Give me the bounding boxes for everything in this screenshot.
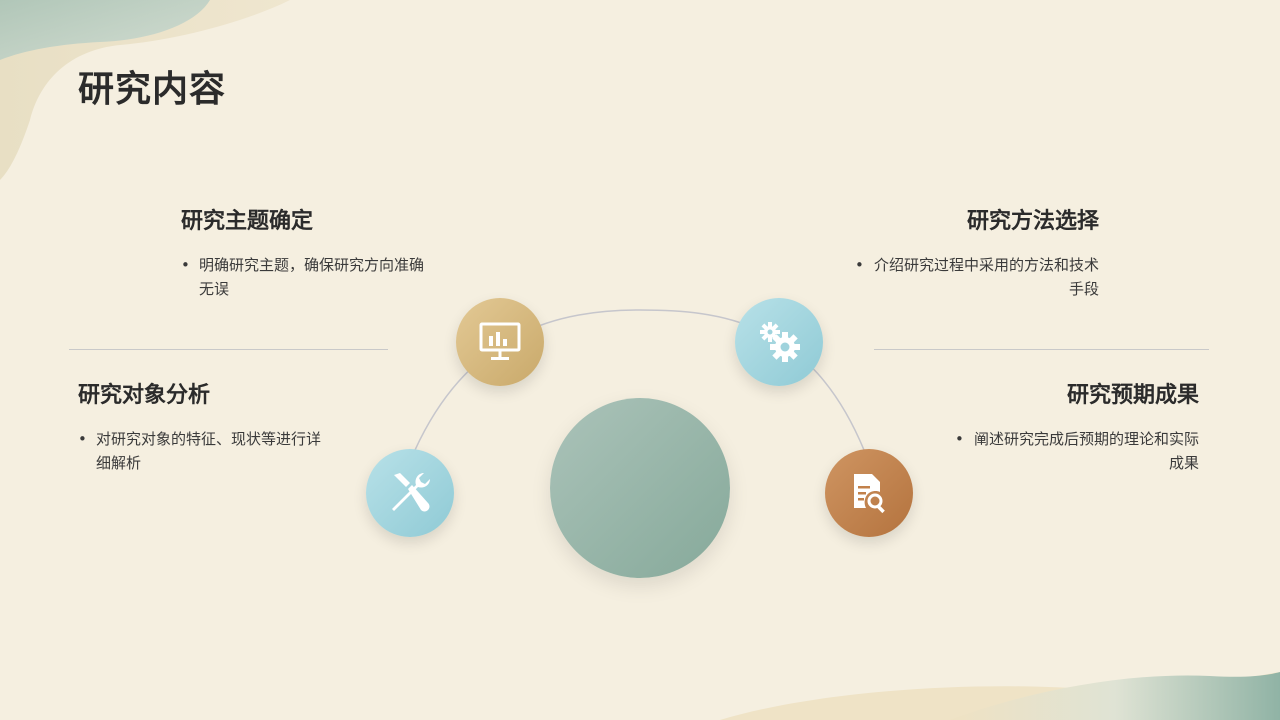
gears-icon — [760, 322, 800, 362]
topic-bullet-text: 明确研究主题，确保研究方向准确无误 — [199, 256, 425, 298]
object-block: 研究对象分析 • 对研究对象的特征、现状等进行详细解析 — [78, 377, 328, 475]
object-bullet: • 对研究对象的特征、现状等进行详细解析 — [78, 427, 328, 475]
topic-block: 研究主题确定 • 明确研究主题，确保研究方向准确无误 — [181, 203, 431, 301]
presentation-chart-icon — [479, 322, 521, 360]
topic-bullet: • 明确研究主题，确保研究方向准确无误 — [181, 253, 431, 301]
object-circle — [366, 449, 454, 537]
center-circle — [550, 398, 730, 578]
object-bullet-text: 对研究对象的特征、现状等进行详细解析 — [96, 430, 322, 472]
topic-circle — [456, 298, 544, 386]
result-heading: 研究预期成果 — [1066, 383, 1199, 408]
result-bullet-text: 阐述研究完成后预期的理论和实际成果 — [973, 430, 1199, 472]
wrench-screwdriver-icon — [392, 473, 430, 512]
result-block: 研究预期成果 • 阐述研究完成后预期的理论和实际成果 — [955, 377, 1199, 475]
method-block: 研究方法选择 • 介绍研究过程中采用的方法和技术手段 — [855, 203, 1099, 301]
divider-right — [874, 349, 1209, 350]
page-title: 研究内容 — [78, 69, 227, 110]
method-bullet-text: 介绍研究过程中采用的方法和技术手段 — [873, 256, 1099, 298]
bullet-dot: • — [855, 256, 864, 274]
method-circle — [735, 298, 823, 386]
divider-left — [69, 349, 388, 350]
bullet-dot: • — [78, 430, 87, 448]
topic-heading: 研究主题确定 — [181, 209, 314, 234]
method-bullet: • 介绍研究过程中采用的方法和技术手段 — [855, 253, 1099, 301]
object-heading: 研究对象分析 — [78, 383, 211, 408]
result-circle — [825, 449, 913, 537]
result-bullet: • 阐述研究完成后预期的理论和实际成果 — [955, 427, 1199, 475]
document-search-icon — [854, 474, 885, 514]
bullet-dot: • — [955, 430, 964, 448]
method-heading: 研究方法选择 — [966, 209, 1099, 234]
bullet-dot: • — [181, 256, 190, 274]
